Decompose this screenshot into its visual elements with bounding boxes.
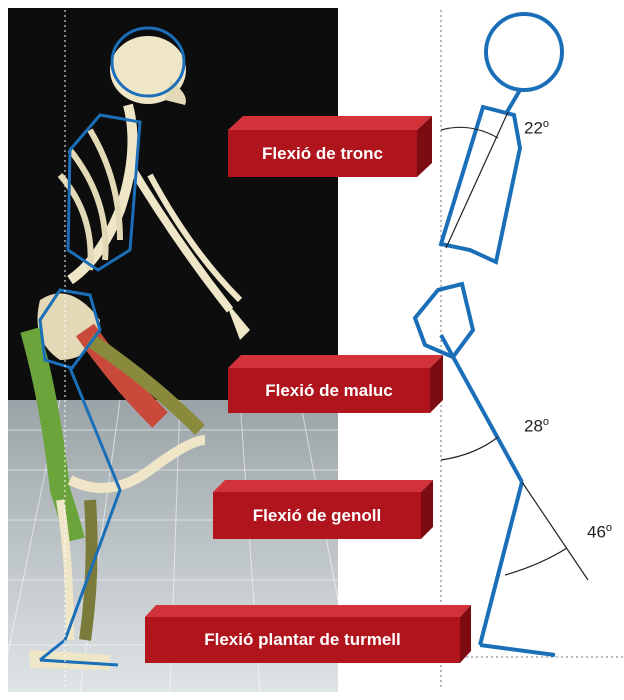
thigh: [441, 335, 522, 482]
pelvis-polygon: [415, 284, 473, 357]
angle-knee-value: 46: [587, 523, 606, 542]
angle-knee: 46o: [587, 522, 612, 543]
stick-figure-icon: [415, 10, 624, 690]
head-circle: [486, 14, 562, 90]
label-hip-flexion: Flexió de maluc: [228, 368, 430, 413]
skeleton-panel: [0, 8, 338, 692]
angle-hip: 28o: [524, 416, 549, 437]
label-trunk-flexion: Flexió de tronc: [228, 130, 417, 177]
angle-hip-value: 28: [524, 417, 543, 436]
neck: [507, 90, 520, 112]
label-ankle-plantar-flexion: Flexió plantar de turmell: [145, 617, 460, 663]
angle-trunk: 22o: [524, 118, 549, 139]
knee-angle-arc: [505, 548, 567, 575]
hip-angle-arc: [441, 437, 498, 460]
label-knee-flexion: Flexió de genoll: [213, 492, 421, 539]
angle-hip-unit: o: [543, 416, 549, 428]
angle-knee-unit: o: [606, 522, 612, 534]
angle-trunk-value: 22: [524, 119, 543, 138]
shank: [480, 482, 522, 645]
angle-trunk-unit: o: [543, 118, 549, 130]
foot: [480, 645, 555, 655]
trunk-angle-arc: [441, 127, 498, 138]
